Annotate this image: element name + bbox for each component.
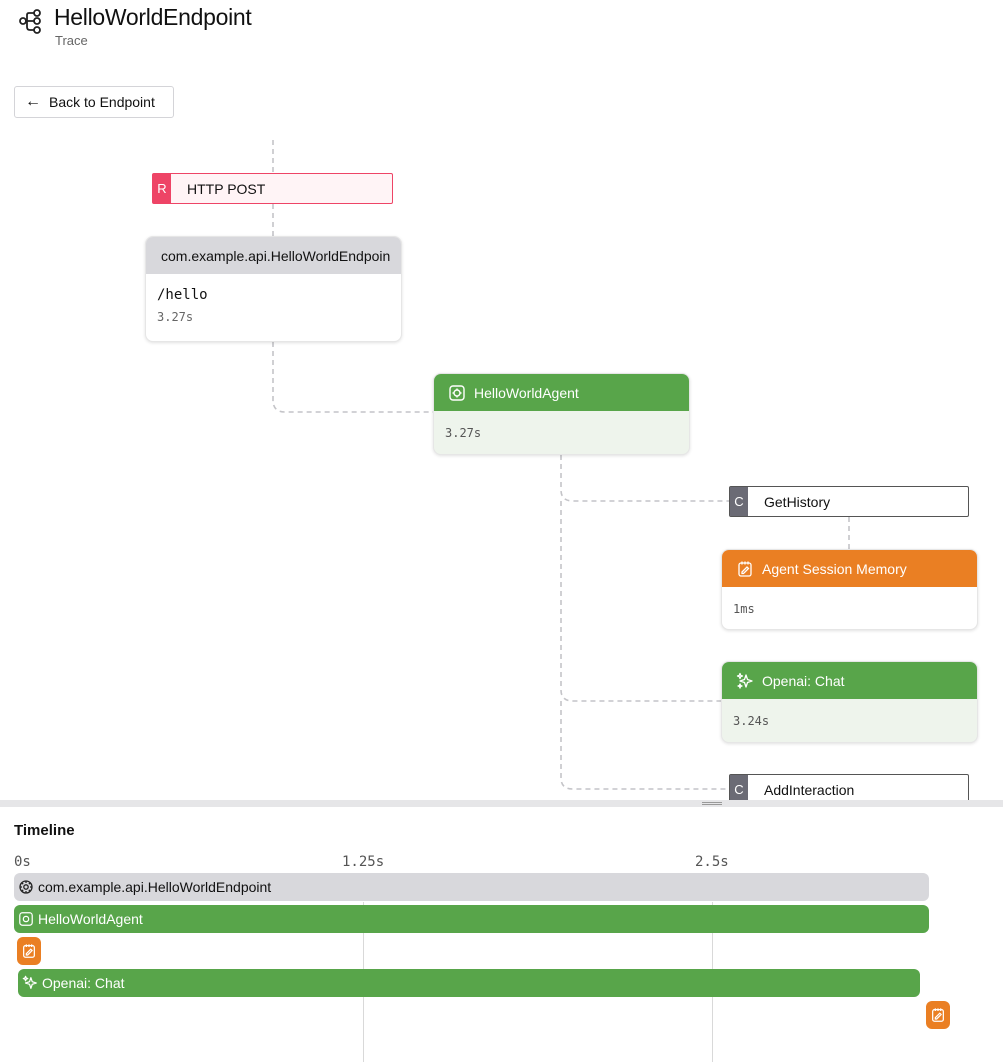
memory-notepad-icon [23,944,35,958]
chat-card-header: Openai: Chat [722,662,977,699]
add-interaction-label: AddInteraction [764,781,855,798]
workflow-tree-icon [19,9,41,34]
agent-duration: 3.27s [445,426,482,440]
timeline-bar-chat[interactable]: Openai: Chat [18,969,920,997]
agent-span-card[interactable]: HelloWorldAgent 3.27s [433,373,690,455]
timeline-tick: 2.5s [695,854,729,870]
endpoint-icon [19,880,33,894]
memory-span-card[interactable]: Agent Session Memory 1ms [721,549,978,630]
endpoint-card-header: com.example.api.HelloWorldEndpoin [146,237,401,274]
trace-graph: R HTTP POST com.example.api.HelloWorldEn… [0,130,1003,800]
memory-name: Agent Session Memory [762,560,907,577]
endpoint-path: /hello [157,287,208,303]
timeline-title: Timeline [14,822,75,839]
chat-name: Openai: Chat [762,672,845,689]
memory-duration: 1ms [733,602,755,616]
timeline-bar-memory[interactable] [17,937,41,965]
get-history-label: GetHistory [764,493,831,510]
agent-chip-icon [19,912,33,926]
sparkle-icon [736,672,753,689]
endpoint-span-card[interactable]: com.example.api.HelloWorldEndpoin /hello… [145,236,402,342]
arrow-left-icon: ← [25,93,41,110]
agent-chip-icon [449,384,465,401]
call-badge: C [730,487,748,516]
get-history-call-node[interactable]: C GetHistory [729,486,969,517]
memory-card-header: Agent Session Memory [722,550,977,587]
panel-resize-handle[interactable] [0,800,1003,807]
timeline-bar-memory[interactable] [926,1001,950,1029]
agent-name: HelloWorldAgent [474,384,579,401]
request-label: HTTP POST [187,180,266,197]
trace-connectors [272,140,850,790]
timeline-bar-label: com.example.api.HelloWorldEndpoint [38,879,272,895]
call-badge: C [730,775,748,800]
back-button-label: Back to Endpoint [49,94,155,110]
chat-span-card[interactable]: Openai: Chat 3.24s [721,661,978,743]
back-to-endpoint-button[interactable]: ← Back to Endpoint [14,86,174,118]
timeline-bar-label: Openai: Chat [42,975,125,991]
grip-icon [702,802,722,805]
timeline-bar-endpoint[interactable]: com.example.api.HelloWorldEndpoint [14,873,929,901]
page-subtitle: Trace [55,33,88,48]
memory-notepad-icon [738,561,752,577]
endpoint-duration: 3.27s [157,310,194,324]
memory-notepad-icon [932,1008,944,1022]
sparkle-icon [22,975,37,989]
http-post-request-node[interactable]: R HTTP POST [152,173,393,204]
timeline-tick: 0s [14,854,31,870]
timeline-tick: 1.25s [342,854,385,870]
agent-card-header: HelloWorldAgent [434,374,689,411]
request-badge: R [153,174,171,203]
add-interaction-call-node[interactable]: C AddInteraction [729,774,969,800]
timeline-bar-agent[interactable]: HelloWorldAgent [14,905,929,933]
timeline-bar-label: HelloWorldAgent [38,911,143,927]
page-title: HelloWorldEndpoint [54,4,252,30]
chat-duration: 3.24s [733,714,770,728]
